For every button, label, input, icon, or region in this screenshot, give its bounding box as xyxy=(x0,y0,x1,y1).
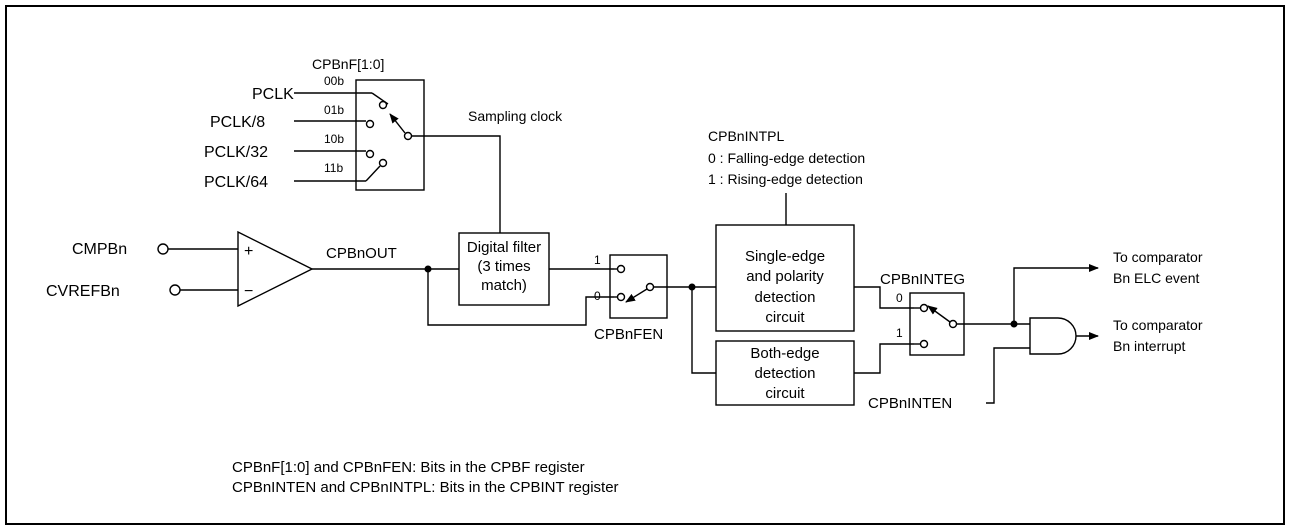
both-edge-label: detection xyxy=(755,365,816,382)
mux-code-11b: 11b xyxy=(324,161,343,175)
filter-switch-one: 1 xyxy=(594,253,601,267)
single-edge-label: detection xyxy=(755,289,816,306)
mux-code-00b: 00b xyxy=(324,74,344,88)
input-cvref: CVREFBn xyxy=(46,283,120,300)
mux-select-label: CPBnF[1:0] xyxy=(312,56,384,72)
edge-switch-zero: 0 xyxy=(896,291,903,305)
digital-filter-label: Digital filter xyxy=(467,239,541,256)
single-edge-label: and polarity xyxy=(746,268,824,285)
intpl-title: CPBnINTPL xyxy=(708,128,784,144)
cpbnInteg-label: CPBnINTEG xyxy=(880,271,965,288)
digital-filter-label: match) xyxy=(481,277,527,294)
note-line-2: CPBnINTEN and CPBnINTPL: Bits in the CPB… xyxy=(232,479,619,496)
input-cmpb: CMPBn xyxy=(72,241,127,258)
digital-filter-label: (3 times xyxy=(477,258,530,275)
comparator-minus: − xyxy=(244,283,253,300)
single-edge-label: circuit xyxy=(765,309,805,326)
edge-switch-one: 1 xyxy=(896,326,903,340)
cvref-pin-icon xyxy=(169,284,181,296)
digital-filter-box xyxy=(458,232,550,306)
single-edge-label: Single-edge xyxy=(745,248,825,265)
input-pclk: PCLK xyxy=(252,86,294,103)
intpl-falling: 0 : Falling-edge detection xyxy=(708,150,865,166)
intpl-rising: 1 : Rising-edge detection xyxy=(708,171,863,187)
mux-code-01b: 01b xyxy=(324,103,344,117)
inten-label: CPBnINTEN xyxy=(868,395,952,412)
clock-mux xyxy=(355,79,425,191)
diagram-border xyxy=(5,5,1285,525)
irq-output-label: To comparator xyxy=(1113,317,1203,333)
sampling-clock-label: Sampling clock xyxy=(468,108,563,124)
mux-code-10b: 10b xyxy=(324,132,344,146)
input-pclk8: PCLK/8 xyxy=(210,114,265,131)
filter-switch-zero: 0 xyxy=(594,289,601,303)
cpbnfen-label: CPBnFEN xyxy=(594,326,663,343)
note-line-1: CPBnF[1:0] and CPBnFEN: Bits in the CPBF… xyxy=(232,459,585,476)
irq-output-label: Bn interrupt xyxy=(1113,338,1185,354)
input-pclk64: PCLK/64 xyxy=(204,174,268,191)
both-edge-label: circuit xyxy=(765,385,805,402)
both-edge-label: Both-edge xyxy=(750,345,819,362)
single-edge-box xyxy=(715,224,855,332)
both-edge-box xyxy=(715,340,855,406)
comparator-plus: + xyxy=(244,243,253,260)
cpbnout-label: CPBnOUT xyxy=(326,245,397,262)
cmpb-pin-icon xyxy=(157,243,169,255)
elc-output-label: Bn ELC event xyxy=(1113,270,1199,286)
elc-output-label: To comparator xyxy=(1113,249,1203,265)
input-pclk32: PCLK/32 xyxy=(204,144,268,161)
comparator-triangle xyxy=(237,230,314,308)
and-gate xyxy=(1029,317,1077,355)
